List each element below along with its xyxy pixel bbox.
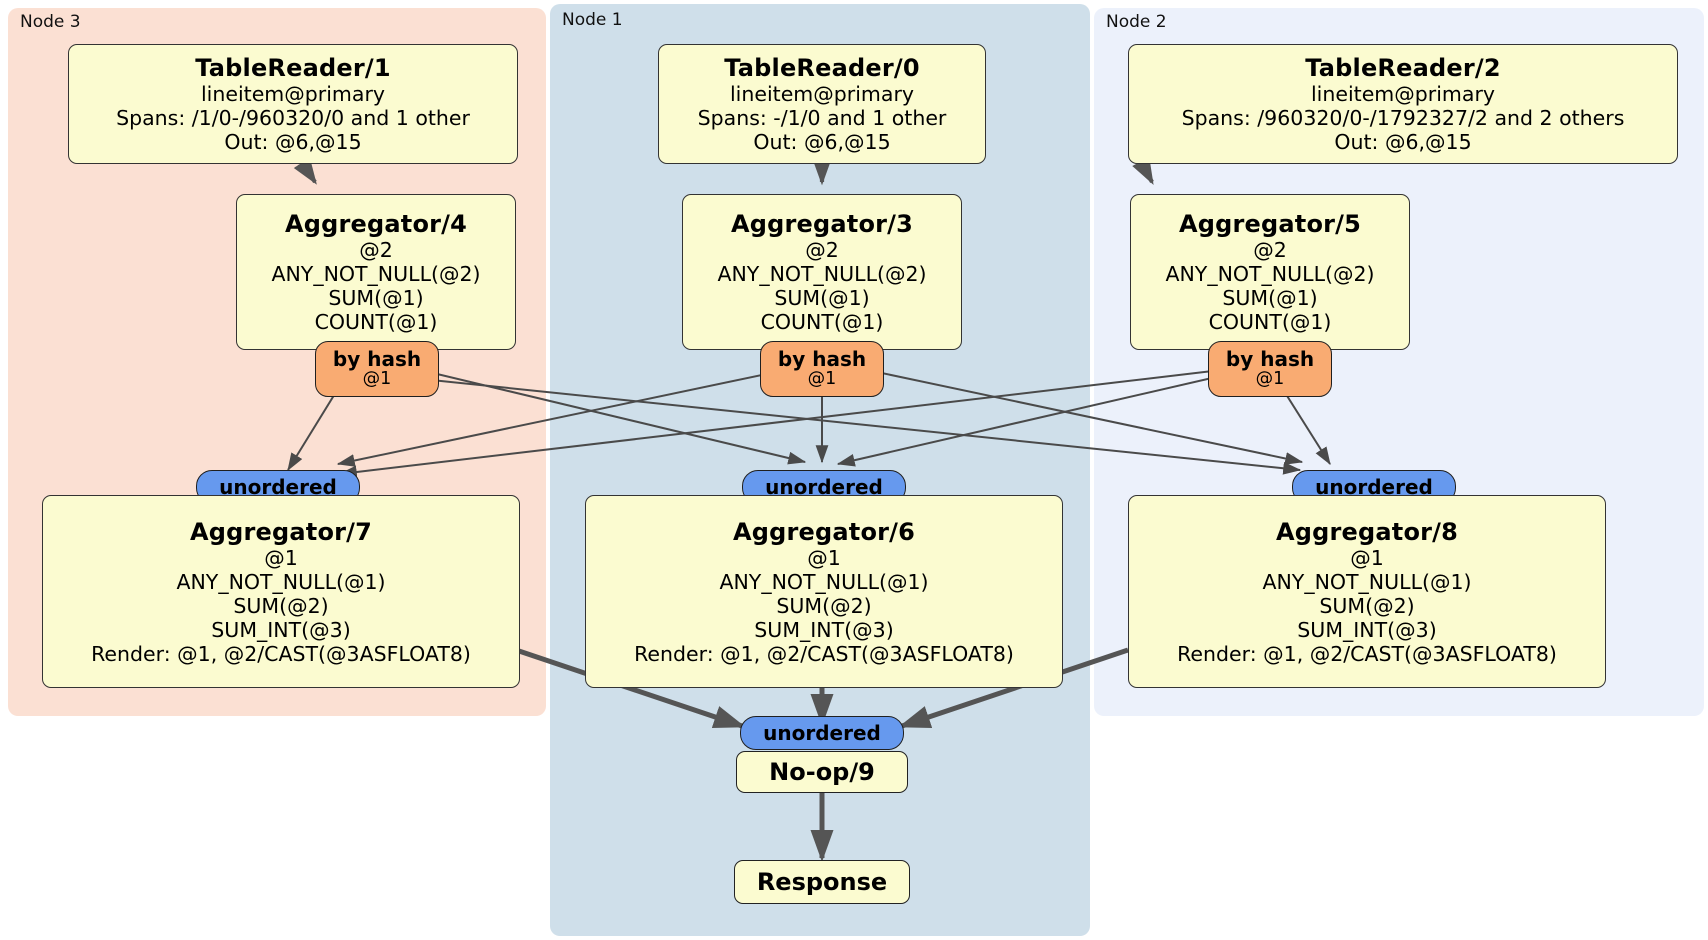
synchronizer-label: unordered — [1315, 474, 1433, 499]
processor-line: COUNT(@1) — [1208, 310, 1332, 335]
processor-line: Out: @6,@15 — [1334, 130, 1472, 155]
processor-line: COUNT(@1) — [760, 310, 884, 335]
processor-title: Aggregator/8 — [1275, 517, 1459, 546]
router-by-hash-agg4[interactable]: by hash @1 — [315, 341, 439, 397]
processor-line: ANY_NOT_NULL(@2) — [271, 262, 481, 287]
processor-line: SUM(@2) — [233, 593, 329, 618]
processor-title: TableReader/2 — [1305, 53, 1501, 82]
processor-line: @2 — [359, 238, 393, 263]
processor-response[interactable]: Response — [734, 860, 910, 904]
processor-line: Render: @1, @2/CAST(@3ASFLOAT8) — [91, 641, 471, 666]
edge-hash3-unord7 — [336, 367, 796, 467]
processor-aggregator-8[interactable]: Aggregator/8 @1 ANY_NOT_NULL(@1) SUM(@2)… — [1128, 495, 1606, 688]
router-by-hash-agg5[interactable]: by hash @1 — [1208, 341, 1332, 397]
processor-title: Aggregator/6 — [732, 517, 916, 546]
processor-line: SUM(@2) — [776, 593, 872, 618]
processor-title: Aggregator/3 — [730, 209, 914, 238]
processor-title: Aggregator/5 — [1178, 209, 1362, 238]
processor-line: SUM(@1) — [328, 286, 424, 311]
node-label-node1: Node 1 — [562, 10, 623, 30]
processor-line: @1 — [807, 545, 841, 570]
processor-line: Out: @6,@15 — [224, 130, 362, 155]
edge-hash4-unord6 — [411, 367, 807, 465]
processor-line: SUM(@1) — [1222, 286, 1318, 311]
processor-line: Render: @1, @2/CAST(@3ASFLOAT8) — [634, 641, 1014, 666]
router-column: @1 — [1255, 369, 1285, 390]
processor-aggregator-5[interactable]: Aggregator/5 @2 ANY_NOT_NULL(@2) SUM(@1)… — [1130, 194, 1410, 350]
edge-hash4-unord8 — [411, 377, 1302, 475]
processor-line: @1 — [1350, 545, 1384, 570]
edge-agg8-unord-noop — [898, 647, 1129, 729]
processor-line: SUM_INT(@3) — [1297, 617, 1437, 642]
router-column: @1 — [362, 369, 392, 390]
processor-line: lineitem@primary — [729, 82, 915, 107]
processor-title: No-op/9 — [769, 758, 875, 786]
processor-tablereader-1[interactable]: TableReader/1 lineitem@primary Spans: /1… — [68, 44, 518, 164]
processor-tablereader-0[interactable]: TableReader/0 lineitem@primary Spans: -/… — [658, 44, 986, 164]
processor-line: SUM(@2) — [1319, 593, 1415, 618]
synchronizer-unordered-noop[interactable]: unordered — [740, 716, 904, 750]
edge-agg7-unord-noop — [515, 647, 746, 729]
processor-line: Spans: -/1/0 and 1 other — [697, 106, 947, 131]
processor-line: lineitem@primary — [1310, 82, 1496, 107]
processor-line: @1 — [264, 545, 298, 570]
processor-title: Aggregator/7 — [189, 517, 373, 546]
node-label-node2: Node 2 — [1106, 12, 1167, 32]
processor-line: SUM_INT(@3) — [754, 617, 894, 642]
processor-aggregator-6[interactable]: Aggregator/6 @1 ANY_NOT_NULL(@1) SUM(@2)… — [585, 495, 1063, 688]
processor-line: ANY_NOT_NULL(@2) — [1165, 262, 1375, 287]
processor-line: ANY_NOT_NULL(@2) — [717, 262, 927, 287]
node-label-node3: Node 3 — [20, 12, 81, 32]
edge-hash5-unord6 — [836, 371, 1239, 467]
router-kind: by hash — [777, 347, 867, 371]
router-by-hash-agg3[interactable]: by hash @1 — [760, 341, 884, 397]
processor-title: Aggregator/4 — [284, 209, 468, 238]
processor-line: Spans: /1/0-/960320/0 and 1 other — [116, 106, 470, 131]
synchronizer-label: unordered — [765, 474, 883, 499]
edge-hash5-unord7 — [338, 367, 1239, 479]
processor-title: TableReader/1 — [195, 53, 391, 82]
router-kind: by hash — [332, 347, 422, 371]
processor-line: ANY_NOT_NULL(@1) — [176, 569, 386, 594]
processor-aggregator-4[interactable]: Aggregator/4 @2 ANY_NOT_NULL(@2) SUM(@1)… — [236, 194, 516, 350]
processor-line: ANY_NOT_NULL(@1) — [1262, 569, 1472, 594]
processor-line: ANY_NOT_NULL(@1) — [719, 569, 929, 594]
router-kind: by hash — [1225, 347, 1315, 371]
synchronizer-label: unordered — [219, 474, 337, 499]
processor-line: @2 — [805, 238, 839, 263]
processor-aggregator-3[interactable]: Aggregator/3 @2 ANY_NOT_NULL(@2) SUM(@1)… — [682, 194, 962, 350]
router-column: @1 — [807, 369, 837, 390]
processor-title: Response — [756, 868, 888, 896]
processor-aggregator-7[interactable]: Aggregator/7 @1 ANY_NOT_NULL(@1) SUM(@2)… — [42, 495, 520, 688]
processor-line: Spans: /960320/0-/1792327/2 and 2 others — [1181, 106, 1625, 131]
processor-line: SUM(@1) — [774, 286, 870, 311]
processor-line: @2 — [1253, 238, 1287, 263]
processor-line: SUM_INT(@3) — [211, 617, 351, 642]
processor-line: COUNT(@1) — [314, 310, 438, 335]
processor-tablereader-2[interactable]: TableReader/2 lineitem@primary Spans: /9… — [1128, 44, 1678, 164]
edge-hash3-unord8 — [857, 367, 1304, 465]
synchronizer-label: unordered — [763, 720, 881, 745]
processor-line: Render: @1, @2/CAST(@3ASFLOAT8) — [1177, 641, 1557, 666]
processor-line: lineitem@primary — [200, 82, 386, 107]
processor-line: Out: @6,@15 — [753, 130, 891, 155]
processor-title: TableReader/0 — [724, 53, 920, 82]
processor-noop-9[interactable]: No-op/9 — [736, 751, 908, 793]
